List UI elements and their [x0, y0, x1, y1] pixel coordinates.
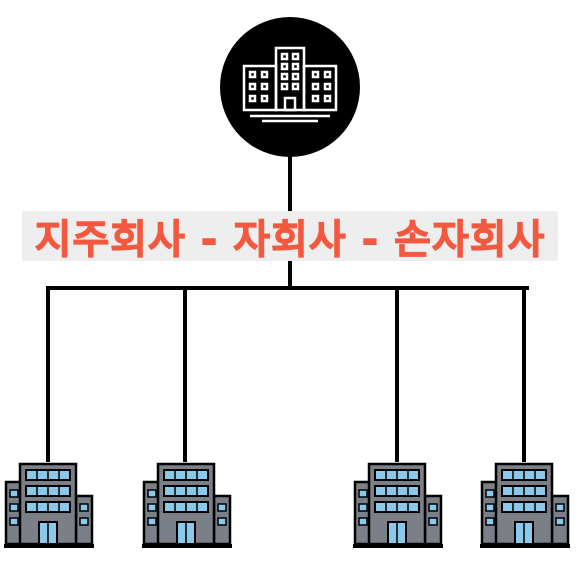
- company-building-icon: [242, 46, 338, 123]
- child-building-1: [2, 462, 96, 550]
- child-building-3: [351, 462, 445, 550]
- parent-node: [220, 17, 360, 157]
- diagram-title: 지주회사 - 자회사 - 손자회사: [34, 217, 546, 264]
- child-building-2: [140, 462, 234, 550]
- title-band: 지주회사 - 자회사 - 손자회사: [22, 211, 558, 264]
- parent-circle: [220, 17, 360, 157]
- child-building-4: [478, 462, 572, 550]
